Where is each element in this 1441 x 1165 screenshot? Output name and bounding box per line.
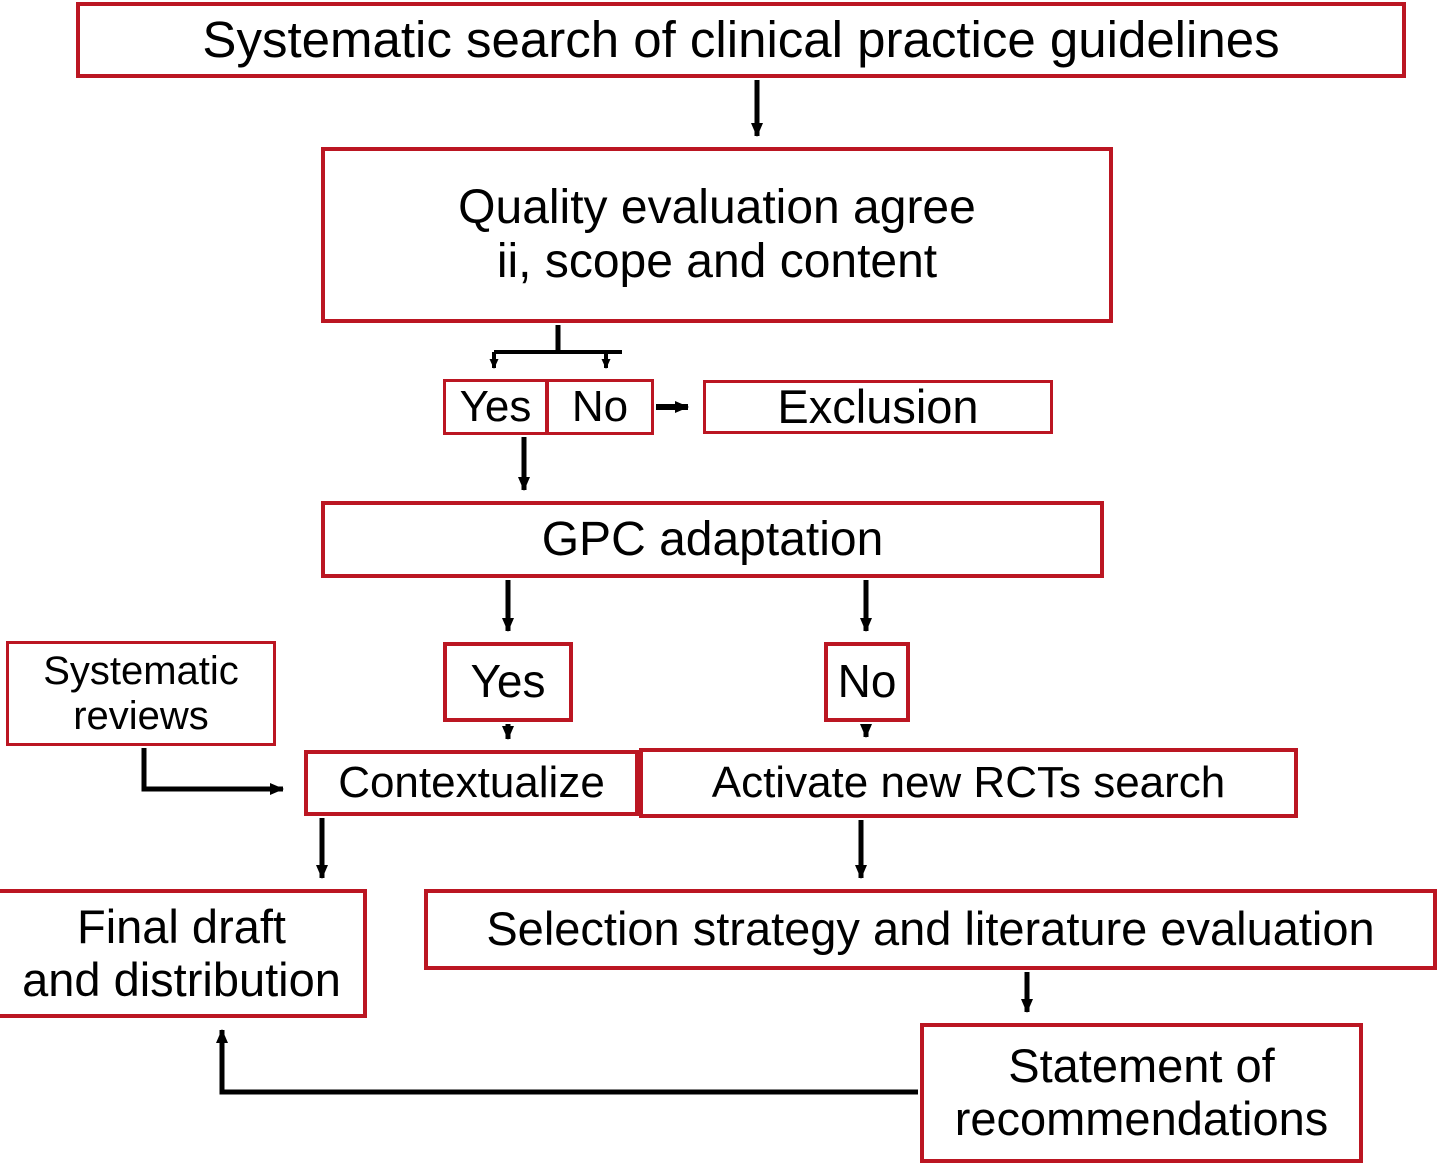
edge-statement-to-final-draft [216,1029,918,1095]
node-exclusion[interactable]: Exclusion [703,380,1053,434]
node-contextualize[interactable]: Contextualize [304,750,639,816]
edge-reviews-to-contextualize [141,748,284,795]
node-gpc-yes[interactable]: Yes [443,642,573,722]
node-gpc-adaptation[interactable]: GPC adaptation [321,501,1104,578]
node-gpc-no[interactable]: No [824,642,910,722]
node-activate-rcts[interactable]: Activate new RCTs search [639,748,1298,818]
node-selection-strategy[interactable]: Selection strategy and literature evalua… [424,889,1437,970]
node-statement-recommendations[interactable]: Statement of recommendations [920,1023,1363,1163]
node-decision-yes[interactable]: Yes [443,379,548,435]
node-systematic-search[interactable]: Systematic search of clinical practice g… [76,2,1406,78]
node-decision-no[interactable]: No [546,379,654,435]
node-systematic-reviews[interactable]: Systematic reviews [6,641,276,746]
node-quality-evaluation[interactable]: Quality evaluation agree ii, scope and c… [321,147,1113,323]
node-final-draft[interactable]: Final draft and distribution [0,889,367,1018]
